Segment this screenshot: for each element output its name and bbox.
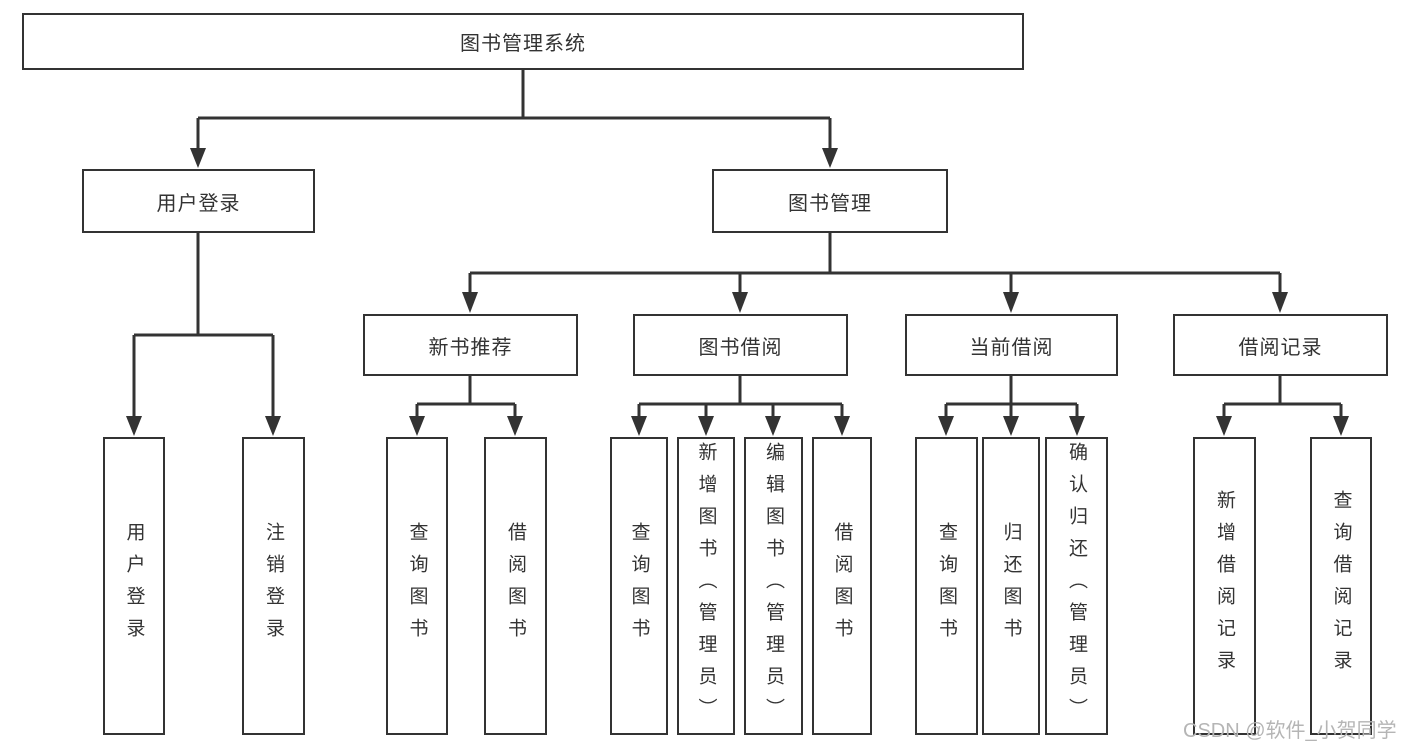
leaf-borrow-books-borrowing: 借阅图书 — [812, 437, 872, 735]
leaf-query-books-current: 查询图书 — [915, 437, 978, 735]
node-book-borrowing: 图书借阅 — [633, 314, 848, 376]
leaf-add-borrow-record: 新增借阅记录 — [1193, 437, 1256, 735]
node-label: 借阅记录 — [1238, 336, 1323, 359]
node-label: 当前借阅 — [969, 336, 1054, 359]
leaf-add-book-admin: 新增图书（管理员） — [677, 437, 735, 735]
node-library-system: 图书管理系统 — [22, 13, 1024, 70]
leaf-label: 确认归还（管理员） — [1066, 442, 1087, 730]
leaf-label: 借阅图书 — [831, 522, 853, 650]
leaf-label: 用户登录 — [123, 522, 145, 650]
leaf-label: 新增借阅记录 — [1214, 490, 1235, 682]
leaf-label: 查询图书 — [628, 522, 650, 650]
node-label: 图书管理系统 — [460, 33, 586, 55]
leaf-user-login: 用户登录 — [103, 437, 165, 735]
leaf-edit-book-admin: 编辑图书（管理员） — [744, 437, 803, 735]
leaf-label: 注销登录 — [263, 522, 284, 650]
node-book-management: 图书管理 — [712, 169, 948, 233]
leaf-query-borrow-record: 查询借阅记录 — [1310, 437, 1372, 735]
node-borrow-records: 借阅记录 — [1173, 314, 1388, 376]
leaf-return-book: 归还图书 — [982, 437, 1040, 735]
leaf-label: 归还图书 — [1000, 522, 1022, 650]
node-label: 用户登录 — [156, 192, 241, 215]
arrowheads — [126, 148, 1349, 436]
node-label: 新书推荐 — [428, 336, 513, 359]
node-label: 图书借阅 — [698, 336, 783, 359]
node-user-login: 用户登录 — [82, 169, 315, 233]
leaf-logout: 注销登录 — [242, 437, 305, 735]
csdn-watermark: CSDN @软件_小贺同学 — [1183, 720, 1397, 742]
node-current-borrowing: 当前借阅 — [905, 314, 1118, 376]
leaf-label: 借阅图书 — [505, 522, 526, 650]
leaf-label: 新增图书（管理员） — [695, 442, 717, 730]
leaf-query-books-borrowing: 查询图书 — [610, 437, 668, 735]
leaf-confirm-return-admin: 确认归还（管理员） — [1045, 437, 1108, 735]
leaf-label: 查询借阅记录 — [1330, 490, 1352, 682]
node-label: 图书管理 — [788, 192, 872, 215]
leaf-label: 查询图书 — [936, 522, 957, 650]
leaf-label: 查询图书 — [406, 522, 428, 650]
node-new-book-recommendation: 新书推荐 — [363, 314, 578, 376]
leaf-query-books-newbooks: 查询图书 — [386, 437, 448, 735]
leaf-borrow-books-newbooks: 借阅图书 — [484, 437, 547, 735]
leaf-label: 编辑图书（管理员） — [763, 442, 784, 730]
